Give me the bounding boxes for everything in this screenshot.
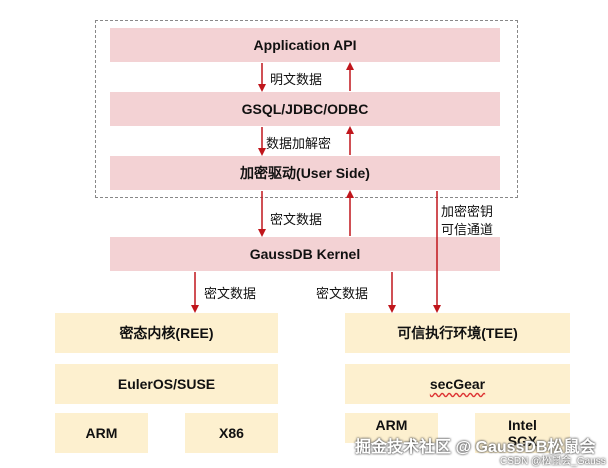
label-encrypt-decrypt: 数据加解密 [266,136,332,151]
intel-label: Intel [508,417,537,433]
encryption-driver-box: 加密驱动(User Side) [110,156,500,190]
label-ciphertext-ree: 密文数据 [204,286,257,301]
label-ciphertext-driver-kernel: 密文数据 [270,212,323,227]
euleros-suse-box: EulerOS/SUSE [55,364,278,404]
watermark-main: 掘金技术社区 @ GaussDB松鼠会 [355,439,596,456]
watermark-sub: CSDN @松鼠会_Gauss [500,456,606,467]
intel-sgx-box: Intel SGX [475,413,570,453]
label-plaintext: 明文数据 [270,72,323,87]
sgx-label: SGX [507,433,538,449]
ree-box: 密态内核(REE) [55,313,278,353]
label-ciphertext-tee: 密文数据 [316,286,369,301]
gaussdb-kernel-box: GaussDB Kernel [110,237,500,271]
secgear-box: secGear [345,364,570,404]
tee-box: 可信执行环境(TEE) [345,313,570,353]
x86-box: X86 [185,413,278,453]
client-side-frame [95,20,518,198]
arm-left-box: ARM [55,413,148,453]
gsql-jdbc-odbc-box: GSQL/JDBC/ODBC [110,92,500,126]
application-api-box: Application API [110,28,500,62]
arm-right-box: ARM [345,413,438,443]
secgear-label: secGear [429,376,486,392]
label-key-line2: 可信通道 [441,222,494,237]
label-key-line1: 加密密钥 [441,204,494,219]
